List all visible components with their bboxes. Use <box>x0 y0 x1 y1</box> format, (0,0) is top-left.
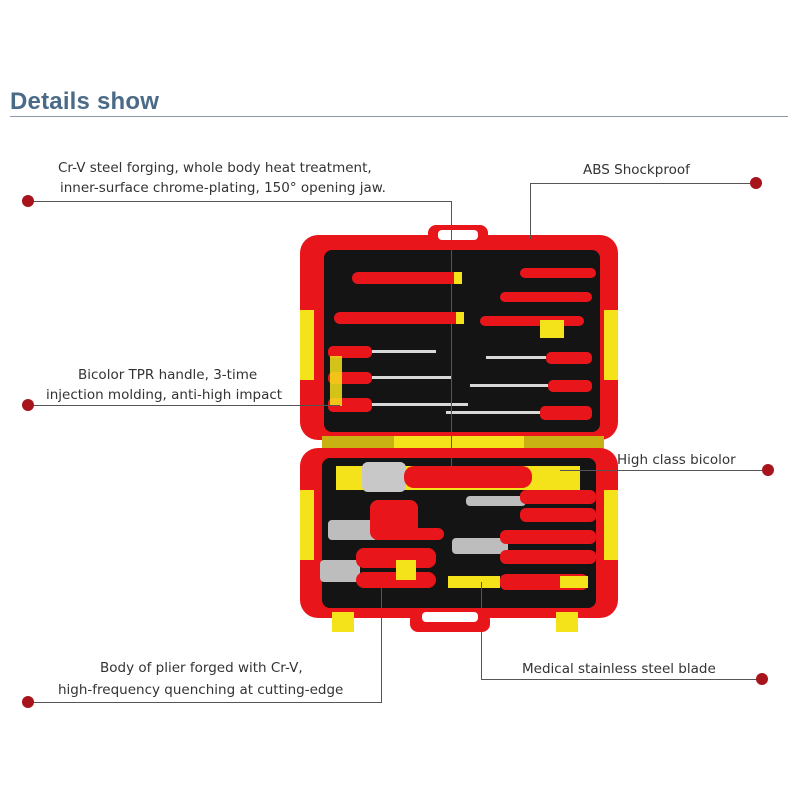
callout-abs-leader-drop <box>530 183 531 239</box>
callout-plier-dot <box>22 696 34 708</box>
callout-abs: ABS Shockproof <box>583 162 690 178</box>
callout-handle-dot <box>22 399 34 411</box>
callout-blade-leader <box>482 679 760 680</box>
callout-jaw-dot <box>22 195 34 207</box>
page-title: Details show <box>10 88 160 115</box>
callout-jaw-line1: Cr-V steel forging, whole body heat trea… <box>58 160 372 176</box>
callout-bicolor-dot <box>762 464 774 476</box>
callout-blade-leader-drop <box>481 582 482 680</box>
callout-blade: Medical stainless steel blade <box>522 661 716 677</box>
callout-jaw-leader-drop <box>451 201 452 469</box>
callout-plier-line1: Body of plier forged with Cr-V, <box>100 660 303 676</box>
callout-plier-leader-drop <box>381 580 382 703</box>
callout-abs-dot <box>750 177 762 189</box>
callout-jaw-line2: inner-surface chrome-plating, 150° openi… <box>60 180 386 196</box>
callout-handle-line2: injection molding, anti-high impact <box>46 387 283 403</box>
callout-bicolor: High class bicolor <box>617 452 736 468</box>
callout-bicolor-leader <box>560 470 766 471</box>
callout-plier-line2: high-frequency quenching at cutting-edge <box>58 682 344 698</box>
callout-handle-leader <box>28 405 340 406</box>
callout-abs-leader <box>530 183 756 184</box>
callout-jaw-leader <box>28 201 452 202</box>
callout-handle-line1: Bicolor TPR handle, 3-time <box>78 367 258 383</box>
title-divider <box>10 116 788 117</box>
callout-plier-leader <box>28 702 382 703</box>
callout-blade-dot <box>756 673 768 685</box>
